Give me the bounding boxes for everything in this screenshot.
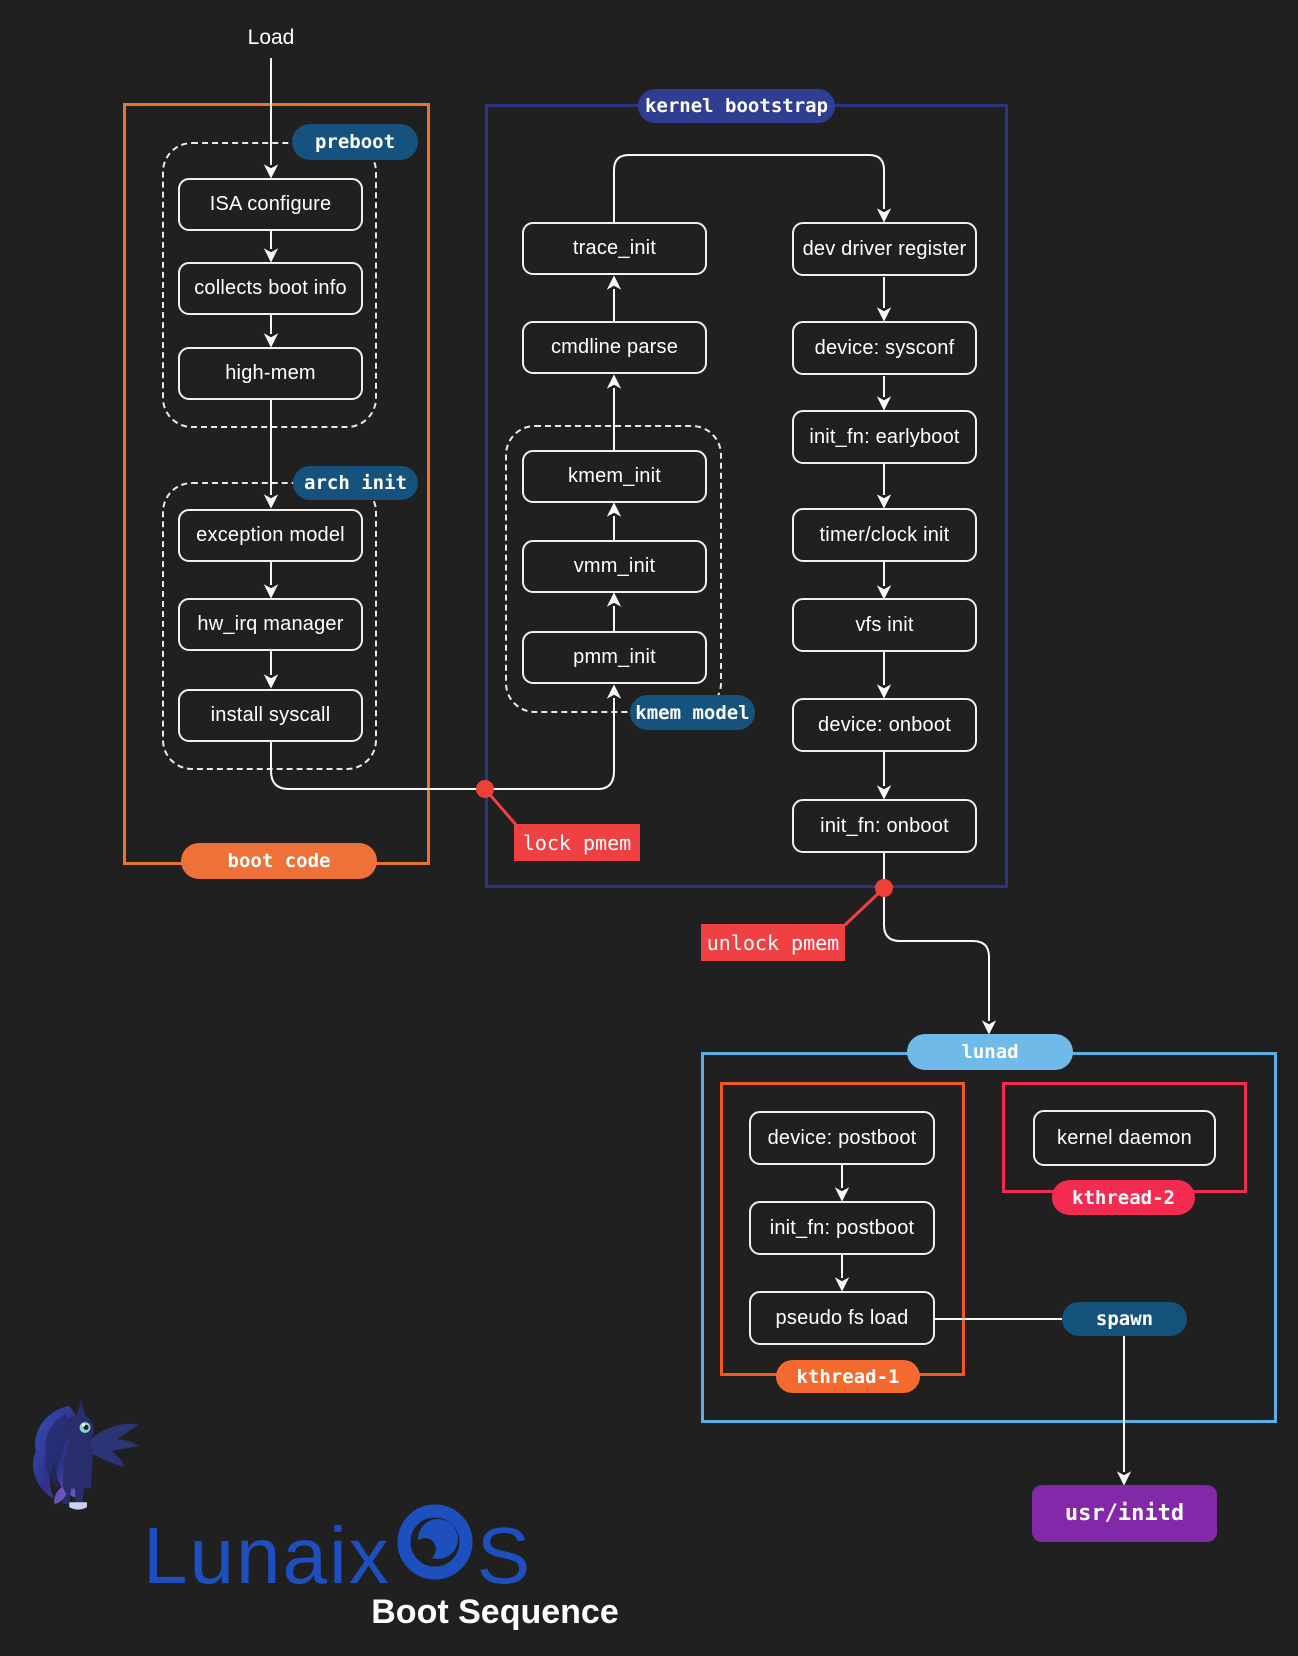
node-kmem-init: kmem_init — [522, 450, 707, 503]
diagram-caption: Boot Sequence — [371, 1593, 619, 1631]
badge-lunad: lunad — [907, 1034, 1073, 1070]
brand-logo: Lunaix S — [143, 1502, 532, 1596]
badge-kthread-1: kthread-1 — [776, 1360, 920, 1393]
node-pmm-init: pmm_init — [522, 631, 707, 684]
node-hw-irq-manager: hw_irq manager — [178, 598, 363, 651]
node-vmm-init: vmm_init — [522, 540, 707, 593]
badge-preboot: preboot — [292, 124, 418, 160]
node-exception-model: exception model — [178, 509, 363, 562]
badge-kmem-model: kmem model — [630, 695, 755, 730]
load-label: Load — [247, 26, 295, 49]
logo-o-moon-icon — [397, 1504, 473, 1580]
node-dev-driver-register: dev driver register — [792, 222, 977, 276]
unlock-pmem-leader — [843, 886, 886, 927]
brand-text-prefix: Lunaix — [143, 1511, 391, 1600]
node-collects-boot-info: collects boot info — [178, 262, 363, 315]
label-lock-pmem: lock pmem — [514, 824, 640, 861]
group-preboot — [162, 142, 377, 428]
node-install-syscall: install syscall — [178, 689, 363, 742]
badge-arch-init: arch init — [293, 466, 418, 500]
node-trace-init: trace_init — [522, 222, 707, 275]
badge-spawn: spawn — [1062, 1302, 1187, 1336]
node-init-fn-onboot: init_fn: onboot — [792, 799, 977, 853]
node-vfs-init: vfs init — [792, 598, 977, 652]
node-pseudo-fs-load: pseudo fs load — [749, 1291, 935, 1345]
badge-kthread-2: kthread-2 — [1052, 1180, 1195, 1215]
luna-pony-mascot-icon — [33, 1399, 140, 1510]
badge-kernel-bootstrap: kernel bootstrap — [638, 89, 835, 123]
group-arch-init — [162, 482, 377, 770]
node-timer-clock-init: timer/clock init — [792, 508, 977, 562]
node-device-postboot: device: postboot — [749, 1111, 935, 1165]
node-init-fn-earlyboot: init_fn: earlyboot — [792, 410, 977, 464]
node-device-sysconf: device: sysconf — [792, 321, 977, 375]
node-isa-configure: ISA configure — [178, 178, 363, 231]
node-kernel-daemon: kernel daemon — [1033, 1110, 1216, 1166]
label-unlock-pmem: unlock pmem — [701, 924, 845, 961]
brand-text-suffix: S — [476, 1511, 533, 1600]
node-init-fn-postboot: init_fn: postboot — [749, 1201, 935, 1255]
node-device-onboot: device: onboot — [792, 698, 977, 752]
badge-boot-code: boot code — [181, 843, 377, 879]
box-usr-initd: usr/initd — [1032, 1485, 1217, 1542]
node-high-mem: high-mem — [178, 347, 363, 400]
node-cmdline-parse: cmdline parse — [522, 321, 707, 374]
